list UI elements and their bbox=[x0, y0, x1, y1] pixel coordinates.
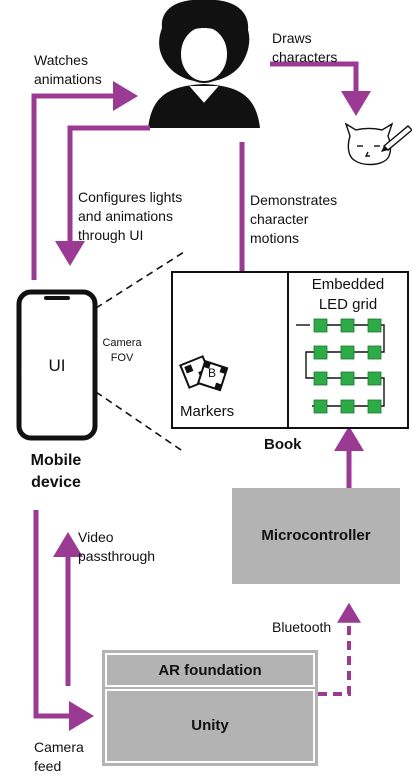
arrow-draws-characters bbox=[270, 61, 371, 117]
camera-fov-lines bbox=[95, 251, 185, 453]
led-cell bbox=[340, 371, 355, 386]
watches-animations-label: Watches animations bbox=[34, 52, 102, 87]
video-passthrough-label: Video passthrough bbox=[78, 529, 156, 564]
led-cell bbox=[367, 371, 382, 386]
led-cell bbox=[340, 399, 355, 414]
led-cell bbox=[367, 399, 382, 414]
flow-arrows bbox=[31, 61, 371, 731]
led-cell bbox=[367, 318, 382, 333]
configures-label: Configures lights and animations through… bbox=[78, 189, 183, 243]
arrow-bluetooth bbox=[318, 602, 361, 696]
arrow-person-to-phone bbox=[55, 125, 150, 267]
software-stack bbox=[102, 650, 318, 766]
cat-drawing-icon bbox=[344, 122, 394, 166]
camera-feed-label: Camera feed bbox=[34, 739, 84, 774]
pen-icon bbox=[381, 125, 412, 152]
arrow-camera-feed bbox=[33, 510, 95, 731]
led-cell bbox=[313, 371, 328, 386]
phone-icon bbox=[16, 289, 98, 441]
phone-ui-label: UI bbox=[48, 356, 66, 375]
led-cell bbox=[313, 345, 328, 360]
person-icon bbox=[148, 0, 260, 128]
led-cell bbox=[340, 318, 355, 333]
mobile-device-label: Mobile device bbox=[30, 452, 82, 491]
led-cell bbox=[313, 318, 328, 333]
microcontroller-label: Microcontroller bbox=[261, 527, 371, 544]
marker-cards-icon bbox=[179, 355, 229, 392]
embedded-led-label: Embedded LED grid bbox=[311, 276, 385, 313]
book-label: Book bbox=[264, 436, 302, 453]
ar-foundation-label: AR foundation bbox=[158, 662, 262, 679]
led-cell bbox=[340, 345, 355, 360]
led-grid bbox=[296, 318, 385, 414]
markers-label: Markers bbox=[180, 403, 235, 420]
marker-letter: B bbox=[208, 366, 217, 380]
draws-characters-label: Draws characters bbox=[272, 30, 338, 65]
led-cell bbox=[367, 345, 382, 360]
unity-label: Unity bbox=[191, 717, 229, 734]
camera-fov-label: Camera FOV bbox=[102, 337, 142, 364]
bluetooth-label: Bluetooth bbox=[272, 619, 332, 635]
demonstrates-label: Demonstrates character motions bbox=[250, 192, 338, 246]
led-cell bbox=[313, 399, 328, 414]
microcontroller-box bbox=[232, 488, 400, 584]
arrow-phone-to-person bbox=[31, 81, 139, 280]
